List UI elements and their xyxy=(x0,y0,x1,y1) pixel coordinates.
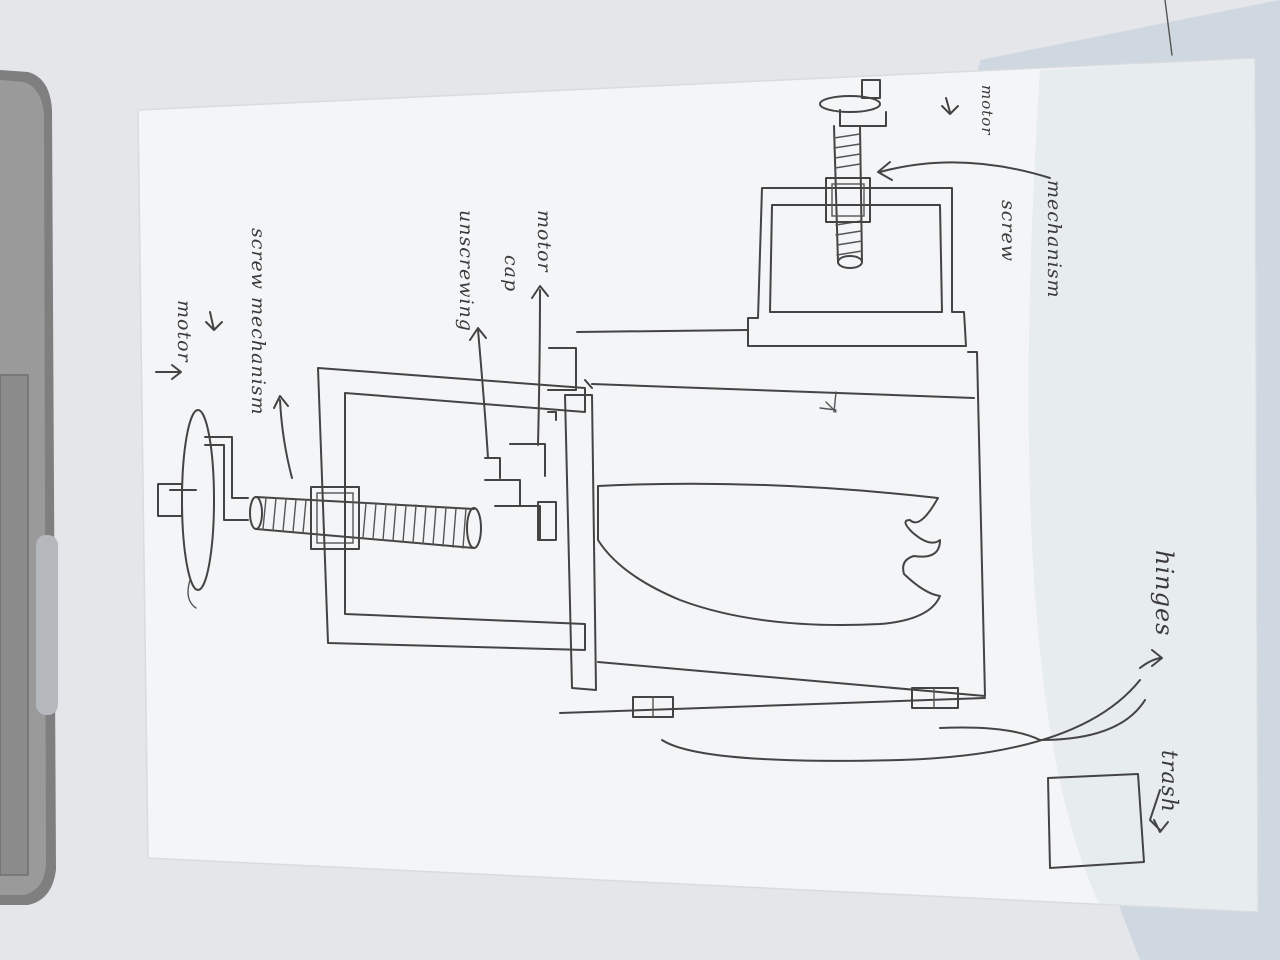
label-unscrewing: unscrewing xyxy=(455,210,477,332)
label-motor-top: motor xyxy=(173,300,195,364)
label-screw-right: screw xyxy=(997,200,1019,262)
label-trash: trash xyxy=(1156,750,1181,813)
label-hinges: hinges xyxy=(1150,550,1178,636)
label-motor-mid: motor xyxy=(533,210,555,274)
label-motor-right: motor xyxy=(978,85,996,135)
laptop-touchpad xyxy=(0,375,28,875)
laptop-hinge-light xyxy=(36,535,58,715)
label-mechanism-right: mechanism xyxy=(1043,180,1065,299)
label-screw-top: screw mechanism xyxy=(247,228,269,416)
laptop xyxy=(0,70,58,905)
label-cap: cap xyxy=(500,255,522,292)
